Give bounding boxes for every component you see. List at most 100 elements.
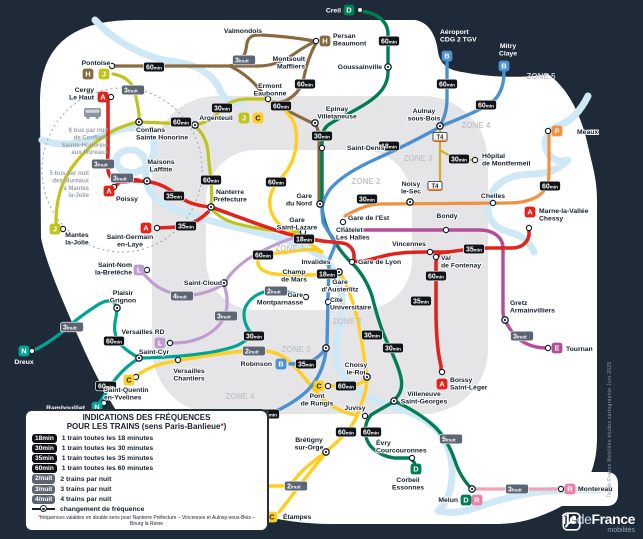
transit-line-P (343, 132, 551, 218)
frequency-badge: 60min (265, 176, 287, 188)
station-label: Étampes (283, 512, 312, 521)
legend-badge-60min: 60min (32, 464, 57, 474)
station-dot (471, 156, 479, 164)
line-badge-C: C (266, 511, 278, 523)
line-badge-A: A (524, 206, 536, 218)
legend-title-line1: INDICATIONS DES FRÉQUENCES (82, 413, 211, 422)
line-badge-C: C (313, 380, 325, 392)
frequency-badge: 60min (270, 100, 292, 112)
svg-text:T4: T4 (431, 184, 439, 190)
svg-text:60min: 60min (338, 384, 354, 391)
zone-label: ZONE 4 (226, 392, 255, 401)
line-badge-J: J (49, 223, 61, 235)
svg-text:J: J (102, 70, 106, 79)
svg-text:L: L (158, 339, 163, 348)
station-label: Montereau (578, 486, 612, 493)
station-dot (312, 37, 320, 45)
line-badge-J: J (98, 68, 110, 80)
line-badge-L: L (154, 337, 166, 349)
svg-text:3/nuit: 3/nuit (113, 176, 127, 183)
station-label: Creil (326, 8, 341, 15)
frequency-badge: 35min (410, 295, 432, 307)
svg-text:3/nuit: 3/nuit (124, 88, 138, 95)
station-dot (108, 62, 116, 70)
frequency-change-marker (406, 198, 414, 206)
svg-text:60min: 60min (273, 104, 289, 111)
line-badge-A: A (103, 185, 115, 197)
station-dot (264, 95, 272, 103)
svg-text:B: B (278, 360, 284, 369)
svg-text:30min: 30min (246, 334, 262, 341)
svg-text:60min: 60min (173, 120, 189, 127)
station-dot (28, 347, 36, 355)
svg-text:C: C (316, 382, 322, 391)
station-label: Invalides (301, 259, 330, 266)
station-dot (442, 226, 450, 234)
transit-line-C (325, 271, 369, 453)
transit-line-L (224, 234, 302, 283)
svg-text:60min: 60min (542, 184, 558, 191)
frequency-badge: 3/nuit (91, 158, 115, 170)
svg-text:3/nuit: 3/nuit (63, 325, 77, 332)
svg-text:4/nuit: 4/nuit (173, 294, 187, 301)
svg-text:30min: 30min (364, 333, 380, 340)
svg-text:60min: 60min (381, 39, 397, 46)
station-label: Saint-Cloud (184, 280, 222, 287)
station-dot (59, 225, 67, 233)
line-badge-B: B (498, 60, 510, 72)
zone-label: ZONE 1 (276, 244, 305, 253)
frequency-change-marker (135, 354, 143, 362)
station-label: Juvisy (344, 405, 365, 412)
frequency-change-marker (363, 373, 371, 381)
legend-row-label: 3 trains par nuit (60, 485, 112, 493)
frequency-change-marker (191, 121, 199, 129)
legend-title: INDICATIONS DES FRÉQUENCES POUR LES TRAI… (32, 413, 261, 432)
station-label: Bondy (436, 213, 457, 220)
frequency-badge: 60min (335, 380, 357, 392)
svg-text:A: A (439, 380, 445, 389)
frequency-badge: 60min (539, 180, 561, 192)
frequency-badge: 3/nuit (121, 84, 145, 96)
legend-badge-18min: 18min (32, 433, 57, 444)
line-badge-A: A (97, 91, 109, 103)
zone-label: ZONE 5 (527, 72, 556, 81)
svg-text:18min: 18min (381, 144, 397, 151)
svg-text:3/nuit: 3/nuit (217, 314, 231, 321)
svg-text:18min: 18min (319, 272, 335, 279)
svg-text:R: R (474, 496, 480, 505)
frequency-badge: 30min (356, 193, 378, 205)
frequency-badge: 30min (448, 153, 470, 165)
frequency-badge: 35min (163, 190, 185, 202)
zone-inner (206, 150, 412, 310)
station-label: Melun (438, 497, 458, 504)
station-dot (166, 339, 174, 347)
frequency-change-marker (143, 177, 151, 185)
frequency-change-marker (322, 344, 330, 352)
line-badge-R: R (471, 494, 483, 506)
transit-line-J (193, 124, 214, 208)
line-badge-C: C (123, 374, 135, 386)
frequency-badge: 3/nuit (60, 321, 84, 333)
legend-row-label: 1 train toutes les 35 minutes (61, 455, 154, 463)
frequency-badge: 60min (252, 249, 274, 261)
legend-badge-2-nuit: 2/nuit (32, 474, 56, 484)
frequency-badge: 3/nuit (110, 172, 134, 184)
line-badge-D: D (460, 494, 472, 506)
svg-text:18min: 18min (296, 237, 312, 244)
frequency-badge: 30min (311, 130, 333, 142)
